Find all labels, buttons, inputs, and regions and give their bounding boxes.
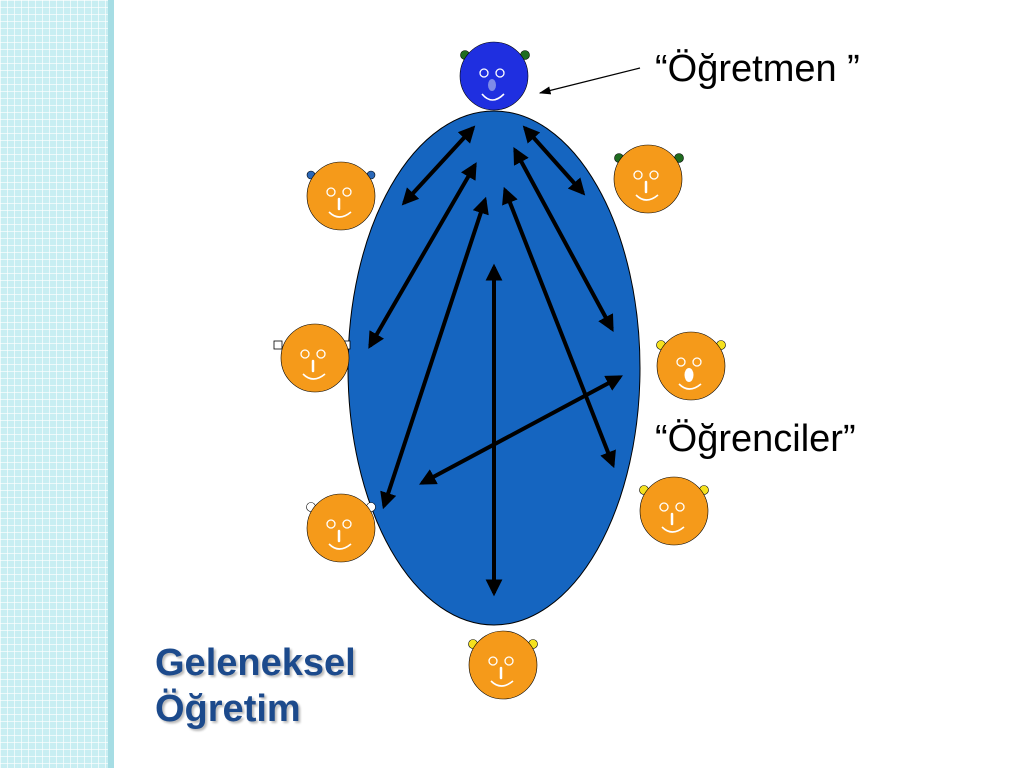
student-face-3 xyxy=(273,323,351,393)
teacher-eye-left xyxy=(479,68,489,78)
students-label: “Öğrenciler” xyxy=(655,418,856,460)
slide-title-line-1: Geleneksel xyxy=(155,642,356,684)
teacher-head xyxy=(459,41,529,111)
interaction-arrows xyxy=(368,125,623,597)
student-face-1 xyxy=(306,161,376,231)
teacher-mouth xyxy=(481,93,505,101)
student-face-4 xyxy=(656,331,726,401)
student-face-5 xyxy=(639,476,709,546)
side-decorative-band xyxy=(0,0,114,768)
teacher-face xyxy=(459,41,530,111)
teacher-pointer-arrow xyxy=(538,67,641,95)
slide-title-line-2: Öğretim xyxy=(155,688,301,730)
side-band-edge xyxy=(108,0,114,768)
arrow-teacher-student-5 xyxy=(380,196,489,510)
teacher-eye-right xyxy=(495,68,505,78)
slide-title: Geleneksel Öğretim xyxy=(155,640,356,732)
teacher-label: “Öğretmen ” xyxy=(655,48,860,90)
student-face-6 xyxy=(306,493,376,563)
arrow-student-student xyxy=(419,375,623,485)
student-face-2 xyxy=(613,144,684,214)
teacher-nose xyxy=(488,79,496,91)
student-face-7 xyxy=(468,630,538,700)
